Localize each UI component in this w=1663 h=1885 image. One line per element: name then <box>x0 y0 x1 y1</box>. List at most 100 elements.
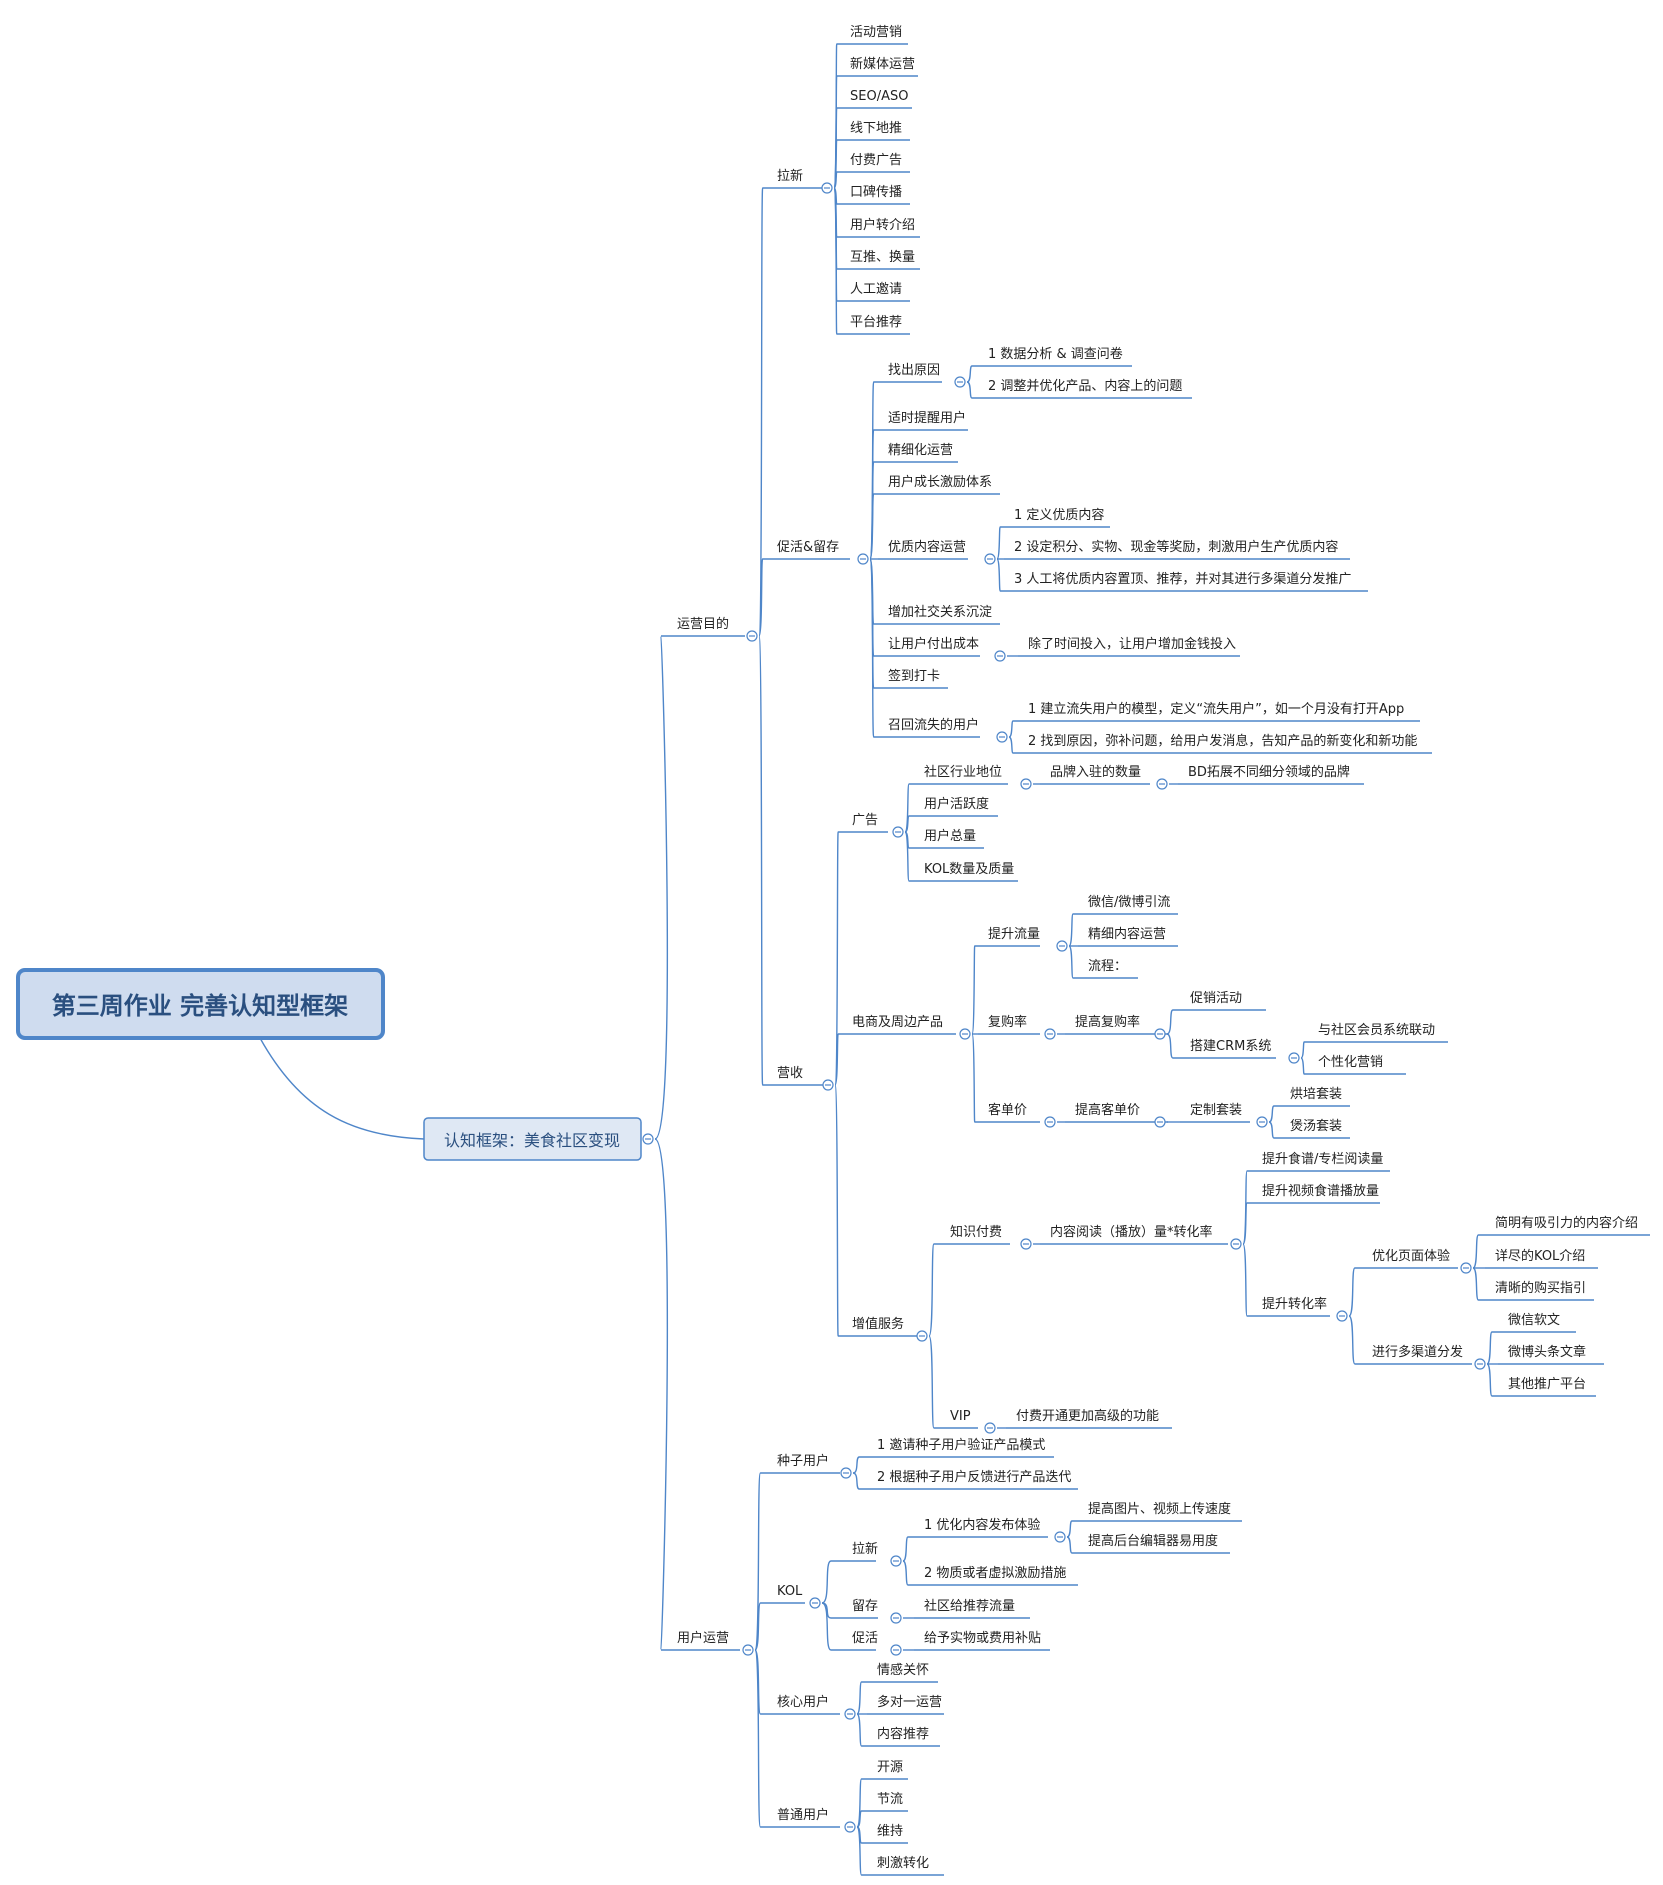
collapse-toggle-zs-1[interactable] <box>1230 1238 1242 1250</box>
node-ch-zh1[interactable]: 1 建立流失用户的模型，定义“流失用户”，如一个月没有打开App <box>1028 701 1404 717</box>
collapse-toggle-ch-yz[interactable] <box>984 553 996 565</box>
node-pt[interactable]: 普通用户 <box>777 1807 829 1823</box>
collapse-toggle-gg[interactable] <box>892 826 904 838</box>
collapse-toggle-ch-zh[interactable] <box>996 731 1008 743</box>
node-pt3[interactable]: 维持 <box>877 1824 903 1839</box>
collapse-toggle-zz[interactable] <box>916 1330 928 1342</box>
collapse-toggle-ch[interactable] <box>857 553 869 565</box>
node-lx-7[interactable]: 用户转介绍 <box>850 217 915 233</box>
node-ch-zc1[interactable]: 1 数据分析 & 调查问卷 <box>988 346 1123 362</box>
node-zy1[interactable]: 1 邀请种子用户验证产品模式 <box>877 1437 1045 1453</box>
node-ch-yz3[interactable]: 3 人工将优质内容置顶、推荐，并对其进行多渠道分发推广 <box>1014 571 1351 587</box>
node-lx-5[interactable]: 付费广告 <box>850 153 902 168</box>
node-ds-crm2[interactable]: 个性化营销 <box>1318 1055 1383 1070</box>
collapse-toggle-k-ch[interactable] <box>890 1644 902 1656</box>
node-pt4[interactable]: 刺激转化 <box>877 1856 929 1871</box>
node-ch-3[interactable]: 精细化运营 <box>888 443 953 458</box>
node-hx[interactable]: 核心用户 <box>777 1694 829 1710</box>
node-ch-yz2[interactable]: 2 设定积分、实物、现金等奖励，刺激用户生产优质内容 <box>1014 539 1338 555</box>
collapse-toggle-ds-fg[interactable] <box>1044 1028 1056 1040</box>
node-yh2[interactable]: 详尽的KOL介绍 <box>1495 1248 1585 1264</box>
node-ch-rf1[interactable]: 除了时间投入，让用户增加金钱投入 <box>1028 636 1236 652</box>
node-pt2[interactable]: 节流 <box>877 1792 903 1807</box>
node-k-lx1a[interactable]: 提高图片、视频上传速度 <box>1088 1501 1231 1517</box>
node-gg-3[interactable]: 用户总量 <box>924 828 976 844</box>
node-ch-rf[interactable]: 让用户付出成本 <box>888 636 979 652</box>
root-node[interactable]: 第三周作业 完善认知型框架 <box>16 968 385 1040</box>
node-ds-kd2b[interactable]: 煲汤套装 <box>1290 1118 1342 1134</box>
node-k-ch[interactable]: 促活 <box>852 1631 878 1646</box>
collapse-toggle-yh[interactable] <box>1460 1262 1472 1274</box>
node-k-lc1[interactable]: 社区给推荐流量 <box>924 1598 1015 1614</box>
node-zs-1[interactable]: 内容阅读（播放）量*转化率 <box>1050 1224 1213 1240</box>
node-zs-1b[interactable]: 提升视频食谱播放量 <box>1262 1183 1379 1199</box>
node-zs-1a[interactable]: 提升食谱/专栏阅读量 <box>1262 1151 1383 1167</box>
collapse-toggle-gg-1a[interactable] <box>1156 778 1168 790</box>
node-dq2[interactable]: 微博头条文章 <box>1508 1344 1586 1360</box>
collapse-toggle-ds-kd1[interactable] <box>1154 1116 1166 1128</box>
collapse-toggle-zy[interactable] <box>840 1467 852 1479</box>
node-ds-ll[interactable]: 提升流量 <box>988 926 1040 942</box>
node-hx1[interactable]: 情感关怀 <box>877 1662 929 1678</box>
collapse-toggle-yysd[interactable] <box>746 630 758 642</box>
node-yy[interactable]: 用户运营 <box>677 1630 729 1646</box>
node-yh1[interactable]: 简明有吸引力的内容介绍 <box>1495 1215 1638 1231</box>
node-ds-fg1[interactable]: 提高复购率 <box>1075 1014 1140 1030</box>
node-ds-kd2[interactable]: 定制套装 <box>1190 1102 1242 1118</box>
node-ch[interactable]: 促活&留存 <box>777 540 839 555</box>
node-vip[interactable]: VIP <box>950 1409 971 1424</box>
collapse-toggle-k-lx1[interactable] <box>1054 1531 1066 1543</box>
node-pt1[interactable]: 开源 <box>877 1760 903 1775</box>
node-ds-fg1b[interactable]: 搭建CRM系统 <box>1190 1038 1271 1054</box>
node-zy2[interactable]: 2 根据种子用户反馈进行产品迭代 <box>877 1469 1071 1485</box>
node-k-lx[interactable]: 拉新 <box>852 1541 878 1557</box>
collapse-toggle-ds-fg1b[interactable] <box>1288 1052 1300 1064</box>
node-yh3[interactable]: 清晰的购买指引 <box>1495 1280 1586 1296</box>
node-ch-yz1[interactable]: 1 定义优质内容 <box>1014 507 1104 523</box>
node-gg-2[interactable]: 用户活跃度 <box>924 796 989 812</box>
collapse-toggle-zs-1c[interactable] <box>1336 1310 1348 1322</box>
node-ds-ll3[interactable]: 流程： <box>1088 959 1127 974</box>
collapse-toggle-ch-rf[interactable] <box>994 650 1006 662</box>
node-lx-10[interactable]: 平台推荐 <box>850 315 902 330</box>
node-ch-yz[interactable]: 优质内容运营 <box>888 539 966 555</box>
collapse-toggle-ch-zc[interactable] <box>954 376 966 388</box>
node-zz[interactable]: 增值服务 <box>852 1316 904 1332</box>
node-ds-kd1[interactable]: 提高客单价 <box>1075 1102 1140 1118</box>
collapse-toggle-zs[interactable] <box>1020 1238 1032 1250</box>
node-lx-3[interactable]: SEO/ASO <box>850 89 908 104</box>
node-ch-4[interactable]: 用户成长激励体系 <box>888 474 992 490</box>
node-ch-zh[interactable]: 召回流失的用户 <box>888 717 979 733</box>
node-ch-zc[interactable]: 找出原因 <box>888 363 940 378</box>
collapse-toggle-pt[interactable] <box>844 1821 856 1833</box>
node-ds-ll1[interactable]: 微信/微博引流 <box>1088 895 1170 910</box>
node-k-lc[interactable]: 留存 <box>852 1599 878 1614</box>
node-ch-8[interactable]: 签到打卡 <box>888 668 940 684</box>
collapse-toggle-hx[interactable] <box>844 1708 856 1720</box>
collapse-toggle-vip[interactable] <box>984 1422 996 1434</box>
collapse-toggle-ds-fg1[interactable] <box>1154 1028 1166 1040</box>
collapse-toggle-ys[interactable] <box>822 1079 834 1091</box>
node-k-lx1[interactable]: 1 优化内容发布体验 <box>924 1517 1040 1533</box>
collapse-toggle-k-lc[interactable] <box>890 1612 902 1624</box>
node-gg-1[interactable]: 社区行业地位 <box>924 764 1002 780</box>
node-ds-fg1a[interactable]: 促销活动 <box>1190 991 1242 1006</box>
collapse-toggle-ds-kd2[interactable] <box>1256 1116 1268 1128</box>
node-zy[interactable]: 种子用户 <box>777 1453 829 1469</box>
node-yh[interactable]: 优化页面体验 <box>1372 1248 1450 1264</box>
collapse-toggle-gg-1[interactable] <box>1020 778 1032 790</box>
node-k-lx1b[interactable]: 提高后台编辑器易用度 <box>1088 1533 1218 1549</box>
node-vip1[interactable]: 付费开通更加高级的功能 <box>1016 1408 1159 1424</box>
collapse-toggle-ds-ll[interactable] <box>1056 940 1068 952</box>
node-lx-1[interactable]: 活动营销 <box>850 25 902 40</box>
node-ch-zh2[interactable]: 2 找到原因，弥补问题，给用户发消息，告知产品的新变化和新功能 <box>1028 733 1417 749</box>
collapse-toggle-main[interactable] <box>642 1133 654 1145</box>
node-dq1[interactable]: 微信软文 <box>1508 1313 1560 1328</box>
collapse-toggle-ds[interactable] <box>959 1028 971 1040</box>
main-topic-node[interactable]: 认知框架：美食社区变现 <box>423 1117 642 1161</box>
node-gg[interactable]: 广告 <box>852 813 878 828</box>
node-ch-6[interactable]: 增加社交关系沉淀 <box>888 604 992 620</box>
node-ds[interactable]: 电商及周边产品 <box>852 1015 943 1030</box>
collapse-toggles[interactable] <box>642 182 1486 1833</box>
node-yysd[interactable]: 运营目的 <box>677 616 729 632</box>
